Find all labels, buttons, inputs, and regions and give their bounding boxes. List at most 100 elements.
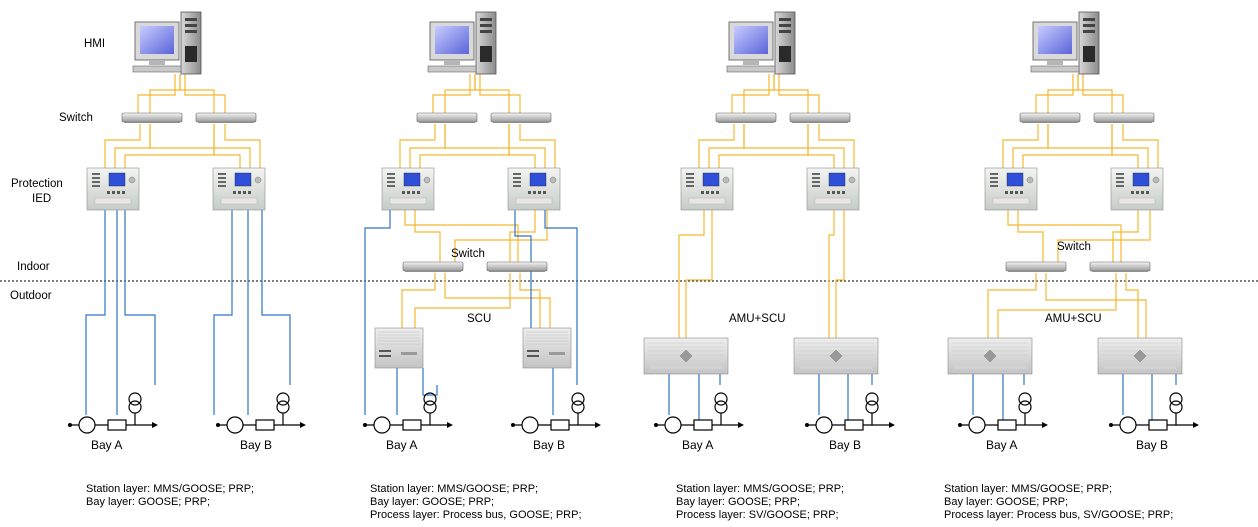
- ied-key: [117, 191, 120, 194]
- ied-led: [990, 185, 998, 187]
- ied-led: [686, 185, 694, 187]
- link: [1022, 124, 1113, 168]
- circuit-breaker: [255, 419, 275, 431]
- ied-key: [716, 191, 719, 194]
- ied-key: [842, 191, 845, 194]
- ied-key: [827, 191, 830, 194]
- amu-navpad: [829, 349, 843, 363]
- link: [835, 210, 845, 338]
- ied-key: [1141, 191, 1144, 194]
- ied-plate: [814, 197, 852, 205]
- drive-bay: [185, 30, 197, 33]
- ied-key: [238, 191, 241, 194]
- network-switch: [1093, 112, 1155, 123]
- switch-body: [402, 261, 464, 272]
- ied-lcd: [1006, 172, 1024, 187]
- ied-plate: [220, 197, 258, 205]
- tower-case: [475, 11, 497, 75]
- ied-key: [122, 191, 125, 194]
- link: [1057, 210, 1151, 262]
- ied-led: [990, 181, 998, 183]
- ied-key: [233, 191, 236, 194]
- switch-body: [1089, 261, 1151, 272]
- feeder-arrow: [1193, 422, 1199, 428]
- indoor-label: Indoor: [17, 261, 50, 273]
- ied-knob: [1026, 176, 1034, 184]
- link: [124, 124, 215, 168]
- link: [818, 124, 855, 168]
- bay-b-label-1: Bay B: [240, 438, 273, 452]
- link: [509, 210, 536, 262]
- amu-navpad: [679, 349, 693, 363]
- ied-led: [1116, 173, 1124, 175]
- tower-vent: [779, 46, 791, 62]
- feeder-arrow: [1042, 422, 1048, 428]
- bay-circuits: [68, 392, 1199, 434]
- switch-body: [490, 112, 552, 123]
- scu-led: [527, 355, 539, 357]
- tower-vent: [1083, 46, 1095, 62]
- ied-knob: [128, 176, 136, 184]
- link: [778, 74, 820, 113]
- link: [1125, 273, 1139, 338]
- caption-1: Station layer: MMS/GOOSE; PRP; Bay layer…: [86, 483, 254, 509]
- link: [479, 74, 521, 113]
- ied-key: [1136, 191, 1139, 194]
- link: [422, 368, 438, 396]
- ied-led: [218, 173, 226, 175]
- scu-unit: [374, 327, 424, 369]
- link: [1017, 210, 1044, 262]
- voltage-transformer-lower: [714, 392, 728, 406]
- feeder-arrow: [300, 422, 306, 428]
- ied-key: [1146, 191, 1149, 194]
- link: [444, 273, 551, 328]
- caption-process-layer: Process layer: Process bus, SV/GOOSE; PR…: [944, 509, 1174, 521]
- station-links: [104, 74, 1159, 338]
- scu-led: [527, 350, 539, 352]
- ied-plate: [1118, 197, 1156, 205]
- monitor-stand: [444, 60, 460, 65]
- scu-plate: [401, 352, 417, 355]
- hmi-workstation: [132, 11, 202, 75]
- ied-led: [990, 173, 998, 175]
- link: [124, 210, 156, 385]
- outdoor-label: Outdoor: [10, 290, 52, 302]
- link: [414, 273, 511, 328]
- process-switch-label-4: Switch: [1057, 241, 1091, 253]
- keyboard: [132, 65, 182, 73]
- ied-led: [1116, 185, 1124, 187]
- current-transformer: [373, 416, 391, 434]
- current-transformer: [968, 416, 986, 434]
- ied-knob: [848, 176, 856, 184]
- amu-strip: [800, 366, 872, 369]
- ied-key: [112, 191, 115, 194]
- caption-bay-layer: Bay layer: GOOSE; PRP;: [86, 496, 211, 508]
- link: [1077, 74, 1113, 113]
- ied-led: [513, 181, 521, 183]
- drive-bay: [779, 24, 791, 27]
- current-transformer: [664, 416, 682, 434]
- scu-led: [379, 355, 391, 357]
- switch-body: [789, 112, 851, 123]
- link: [514, 210, 532, 328]
- protection-ied: [806, 167, 860, 211]
- amu-scu-label-3: AMU+SCU: [729, 313, 786, 325]
- network-switch: [1005, 261, 1067, 272]
- ied-lcd: [702, 172, 720, 187]
- network-switch: [195, 112, 257, 123]
- ied-key: [706, 191, 709, 194]
- link: [224, 124, 261, 168]
- voltage-transformer-lower: [1169, 392, 1183, 406]
- protection-ied: [212, 167, 266, 211]
- protection-ied: [984, 167, 1038, 211]
- bay-circuit: [805, 392, 895, 434]
- amu-strip: [1104, 366, 1176, 369]
- ied-key: [1020, 191, 1023, 194]
- switch-body: [121, 112, 183, 123]
- ied-key: [837, 191, 840, 194]
- link: [718, 124, 809, 168]
- ied-led: [812, 185, 820, 187]
- scu-led: [379, 350, 391, 352]
- current-transformer: [815, 416, 833, 434]
- caption-bay-layer: Bay layer: GOOSE; PRP;: [676, 496, 801, 508]
